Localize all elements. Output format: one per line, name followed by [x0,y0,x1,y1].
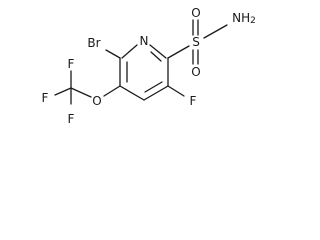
atom-labels: N Br S O O NH2 F O F F F [42,6,256,126]
cf3-fluorine-bottom-label: F [68,112,75,126]
amine-label: NH2 [232,11,256,26]
bond-c2-br [105,49,121,59]
bromine-label: Br [87,36,100,50]
sulfur-label: S [192,35,200,49]
sulfonyl-oxygen-top-label: O [191,6,200,20]
bond-n-c2 [121,44,138,59]
bond-o-cf3 [70,87,92,98]
ether-oxygen-label: O [92,94,101,108]
chemical-structure: N Br S O O NH2 F O F F F [42,6,256,126]
nitrogen-label: N [140,34,149,48]
bond-c6-s [167,45,190,59]
sulfonyl-oxygen-bottom-label: O [191,65,200,79]
bond-n-c6-inner [150,51,162,62]
bond-c5-f [167,85,185,97]
bond-s-nh2 [203,24,228,39]
bond-c3-c4 [119,85,145,101]
bond-n-c6 [149,44,167,59]
bond-c4-c5 [143,85,169,101]
substituent-bonds [54,19,228,105]
amine-subscript: 2 [250,16,256,26]
bond-cf3-f-left [54,87,72,96]
bond-c3-o [103,85,121,97]
pyridine-ring [119,44,169,101]
cf3-fluorine-left-label: F [42,91,49,105]
cf3-fluorine-top-label: F [68,57,75,71]
bond-c4-c5-inner [144,81,163,93]
ring-fluorine-label: F [190,94,197,108]
